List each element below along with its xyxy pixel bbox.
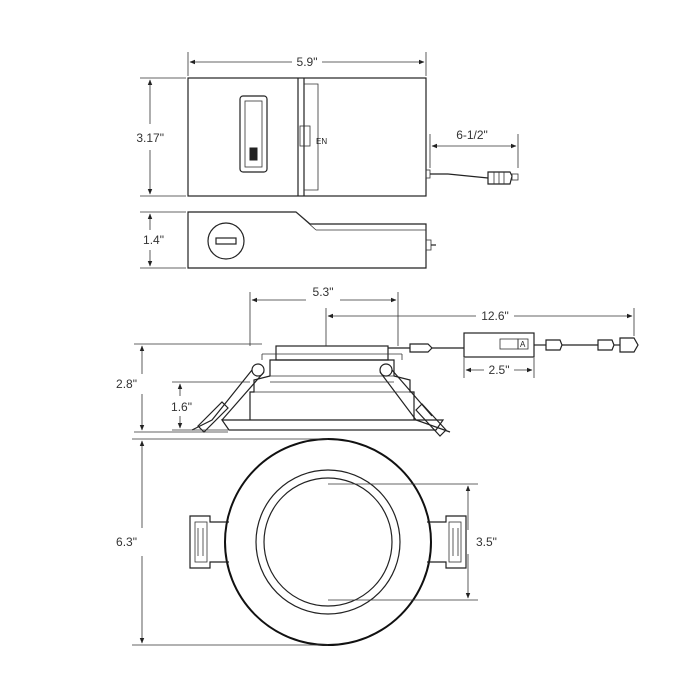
dim-junction-box-width: 5.9" [187,52,427,76]
dim-junction-box-height: 3.17" [136,77,186,197]
switch-label: EN [316,137,327,146]
dim-trim-diameter: 6.3" [116,438,328,646]
fixture-side-view: A [191,332,639,437]
fixture-bottom-view [189,438,467,646]
junction-box-side-view [187,211,436,269]
driver-label: A [520,340,526,349]
dim-label-3-5: 3.5" [476,535,497,549]
dim-fixture-width: 5.3" [249,285,399,346]
dim-label-6-1-2: 6-1/2" [456,128,488,142]
dim-label-2-5: 2.5" [489,363,510,377]
dim-fixture-height: 2.8" [116,343,262,433]
dim-fixture-body-height: 1.6" [171,381,250,431]
dim-label-5-9: 5.9" [297,55,318,69]
dim-label-3-17: 3.17" [136,131,164,145]
dim-aperture-diameter: 3.5" [328,483,497,601]
dim-label-1-4: 1.4" [143,233,164,247]
dim-fixture-cable-length: 12.6" [325,308,635,346]
dim-label-6-3: 6.3" [116,535,137,549]
dim-label-2-8: 2.8" [116,377,137,391]
dim-junction-box-depth: 1.4" [140,211,186,269]
dim-box-cable-length: 6-1/2" [429,128,519,168]
dim-label-1-6: 1.6" [171,400,192,414]
junction-box-front-view: EN [187,77,519,197]
dim-label-5-3: 5.3" [313,285,334,299]
dim-driver-length: 2.5" [463,358,535,378]
dim-label-12-6: 12.6" [481,309,509,323]
